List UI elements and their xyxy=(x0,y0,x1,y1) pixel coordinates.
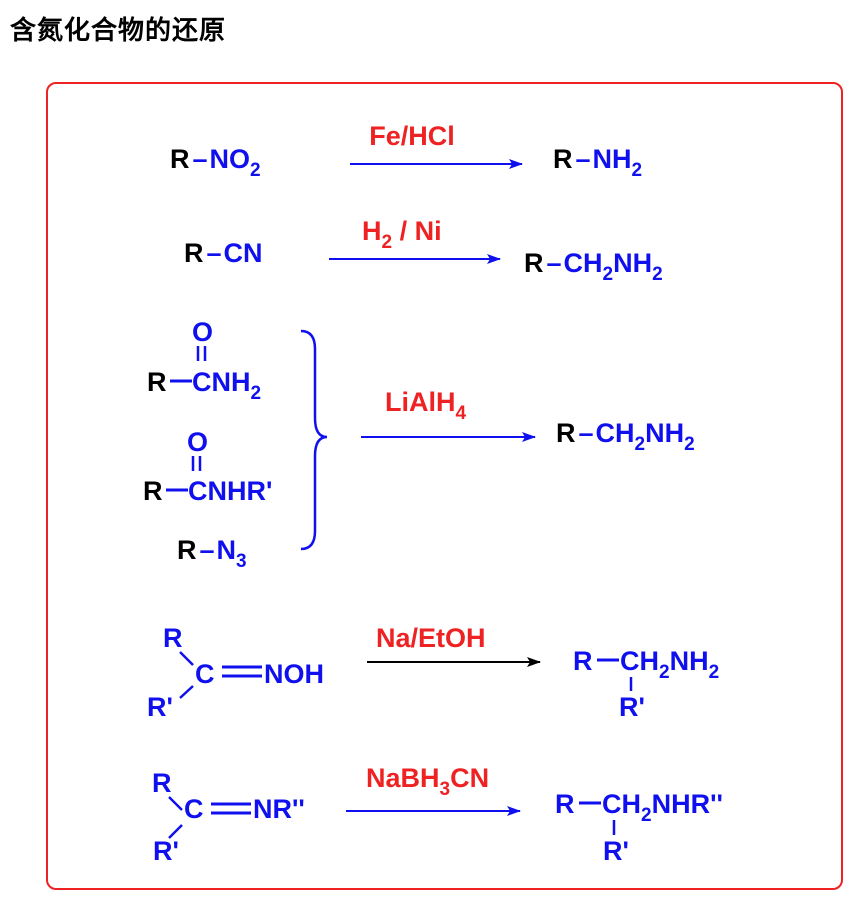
substituted-amide-group: CNHR' xyxy=(188,476,272,506)
product-r-nh2: R–NH2 xyxy=(553,144,642,181)
reactant-azide: R–N3 xyxy=(177,535,247,572)
substituted-amide-formula: R xyxy=(143,476,163,506)
reaction-5: R C NR'' R' NaBH3CN R CH2NHR'' R' xyxy=(152,763,723,866)
reagent-na-etoh: Na/EtOH xyxy=(376,623,486,653)
substituent-r: R xyxy=(152,768,172,798)
reactant-r-no2: R–NO2 xyxy=(170,144,261,181)
product-r-ch2nh2: R–CH2NH2 xyxy=(556,418,695,455)
svg-text:CH2NH2: CH2NH2 xyxy=(620,646,719,683)
imine-carbon: C xyxy=(184,794,204,824)
product-r-ch2nh2: R–CH2NH2 xyxy=(524,248,663,285)
imine-group: NR'' xyxy=(253,794,305,824)
carbonyl-oxygen: O xyxy=(187,427,208,457)
reaction-4: R C NOH R' Na/EtOH R CH2NH2 R' xyxy=(147,623,719,722)
page-title: 含氮化合物的还原 xyxy=(10,16,227,46)
reaction-3: O R CNH2 O R CNHR' R–N3 LiAlH4 R–CH2NH2 xyxy=(143,317,695,572)
svg-text:CH2NHR'': CH2NHR'' xyxy=(602,789,723,826)
product-secondary-amine: R CH2NHR'' R' xyxy=(555,789,723,866)
oxime-group: NOH xyxy=(264,659,324,689)
imine-carbon: C xyxy=(195,659,215,689)
reagent-lialh4: LiAlH4 xyxy=(385,387,467,424)
svg-text:R': R' xyxy=(603,836,629,866)
substituent-r-prime: R' xyxy=(147,692,173,722)
product-amine: R CH2NH2 R' xyxy=(573,646,719,722)
reaction-panel xyxy=(46,82,843,890)
reaction-1: Fe/HCl R–NO2 R–NH2 xyxy=(170,121,642,181)
reaction-2: H2 / Ni R–CN R–CH2NH2 xyxy=(184,216,663,285)
amide-formula: R xyxy=(147,367,167,397)
grouping-brace xyxy=(300,329,328,551)
reactant-amide: O R CNH2 xyxy=(147,317,261,404)
reagent-nabh3cn: NaBH3CN xyxy=(366,763,489,800)
svg-text:R: R xyxy=(573,646,593,676)
svg-text:R': R' xyxy=(619,692,645,722)
svg-text:R: R xyxy=(555,789,575,819)
reactant-imine: R C NR'' R' xyxy=(152,768,305,866)
substituent-r: R xyxy=(163,623,183,653)
amide-group: CNH2 xyxy=(192,367,261,404)
carbonyl-oxygen: O xyxy=(192,317,213,347)
substituent-r-prime: R' xyxy=(153,836,179,866)
reagent-fe-hcl: Fe/HCl xyxy=(369,121,455,151)
reactant-r-cn: R–CN xyxy=(184,238,263,268)
reactant-substituted-amide: O R CNHR' xyxy=(143,427,272,506)
reagent-h2-ni: H2 / Ni xyxy=(362,216,442,253)
reactant-oxime: R C NOH R' xyxy=(147,623,324,722)
